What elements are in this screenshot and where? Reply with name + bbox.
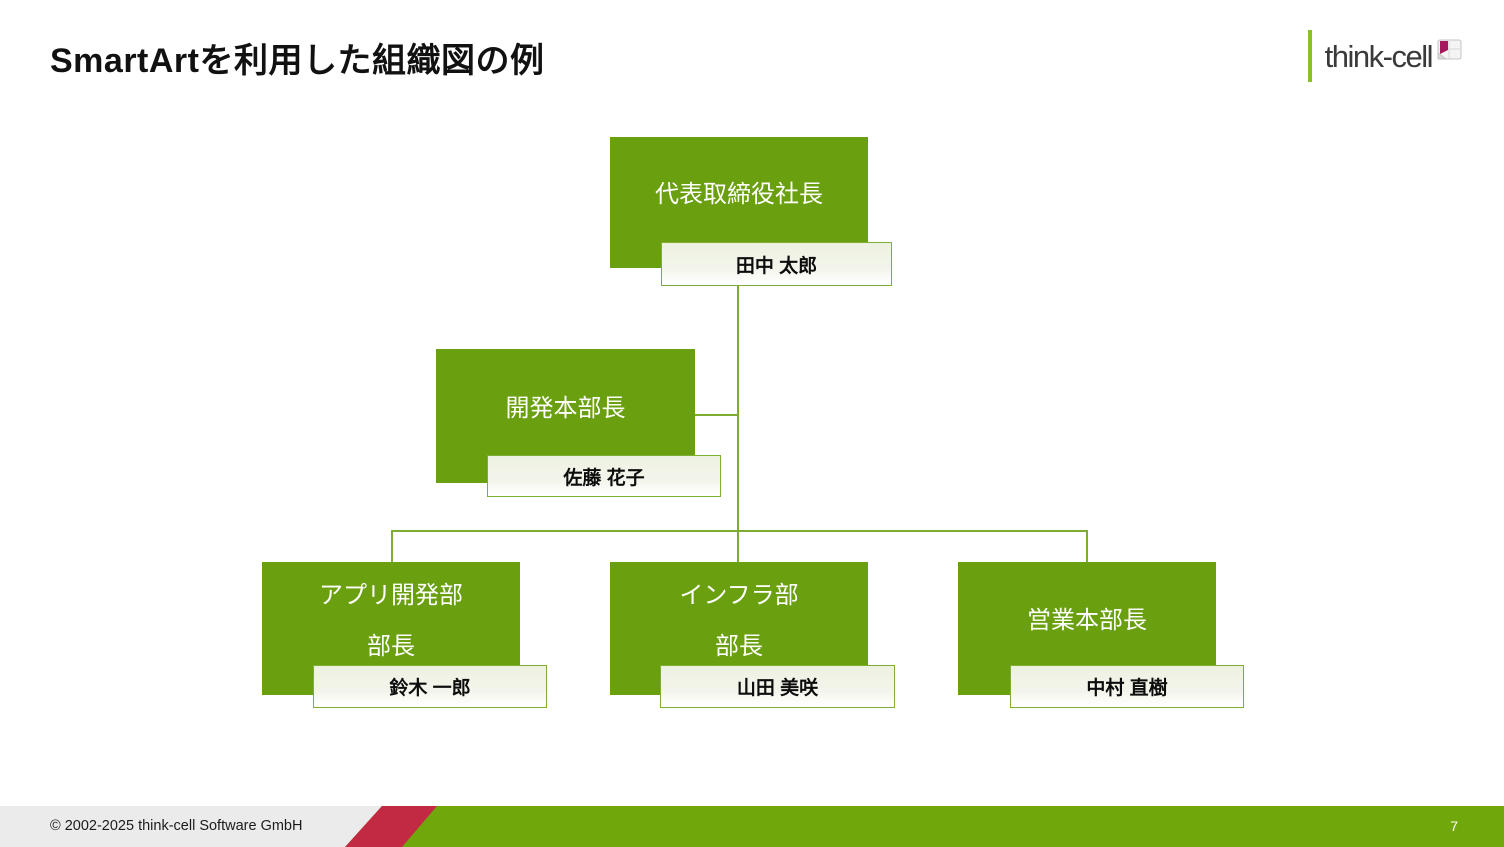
footer-gray-panel	[0, 806, 382, 847]
connector-ceo-vertical	[737, 286, 739, 562]
connector-left-drop	[391, 530, 393, 563]
person-name: 山田 美咲	[736, 678, 819, 699]
logo-green-bar	[1307, 30, 1312, 82]
org-node-sales-name: 中村 直樹	[1010, 665, 1244, 708]
page-number: 7	[1450, 818, 1458, 834]
logo-wordmark: think-cell	[1324, 38, 1434, 74]
org-node-app-name: 鈴木 一郎	[313, 665, 547, 708]
connector-right-drop	[1086, 530, 1088, 563]
person-name: 中村 直樹	[1086, 678, 1168, 699]
org-node-infra-name: 山田 美咲	[660, 665, 895, 708]
org-node-title: 開発本部長	[505, 394, 626, 422]
connector-branch-horizontal	[391, 530, 1087, 532]
org-node-title: 代表取締役社長	[655, 181, 823, 208]
think-cell-logo: think-cell	[1307, 28, 1462, 84]
org-node-title: 営業本部長	[1027, 607, 1147, 634]
org-node-title: インフラ部	[679, 581, 799, 609]
org-node-title-line2: 部長	[715, 632, 763, 660]
footer-copyright: © 2002-2025 think-cell Software GmbH	[50, 818, 303, 834]
connector-dev-horizontal	[695, 414, 738, 416]
org-node-title: アプリ開発部	[319, 581, 463, 609]
org-node-dev-name: 佐藤 花子	[487, 455, 721, 497]
org-node-ceo-name: 田中 太郎	[661, 242, 892, 286]
person-name: 佐藤 花子	[563, 467, 645, 489]
person-name: 田中 太郎	[735, 255, 818, 277]
think-cell-slide-icon	[1437, 39, 1462, 65]
footer-bar: © 2002-2025 think-cell Software GmbH 7	[0, 806, 1504, 847]
person-name: 鈴木 一郎	[389, 678, 471, 699]
org-node-title-line2: 部長	[367, 632, 415, 660]
slide-title: SmartArtを利用した組織図の例	[50, 42, 545, 80]
